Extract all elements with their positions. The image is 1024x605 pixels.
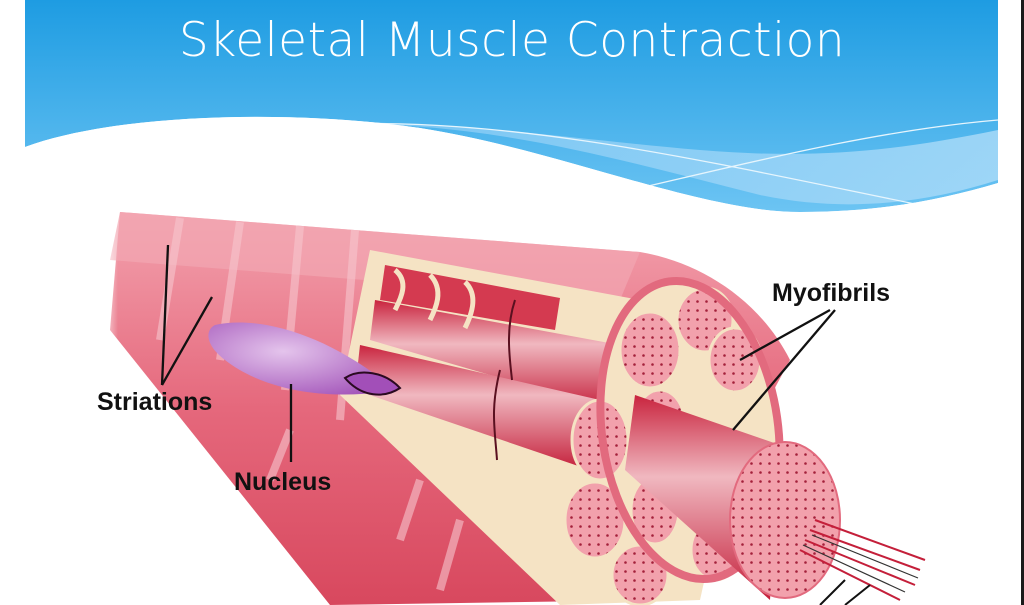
slide-title: Skeletal Muscle Contraction bbox=[178, 13, 846, 68]
header-band bbox=[25, 0, 999, 220]
slide-right-border bbox=[1021, 0, 1024, 605]
leader-lines bbox=[160, 244, 836, 462]
label-striations: Striations bbox=[97, 388, 213, 416]
muscle-fiber-diagram bbox=[100, 205, 926, 605]
label-nucleus: Nucleus bbox=[234, 468, 332, 496]
label-myofibrils: Myofibrils bbox=[772, 279, 891, 307]
